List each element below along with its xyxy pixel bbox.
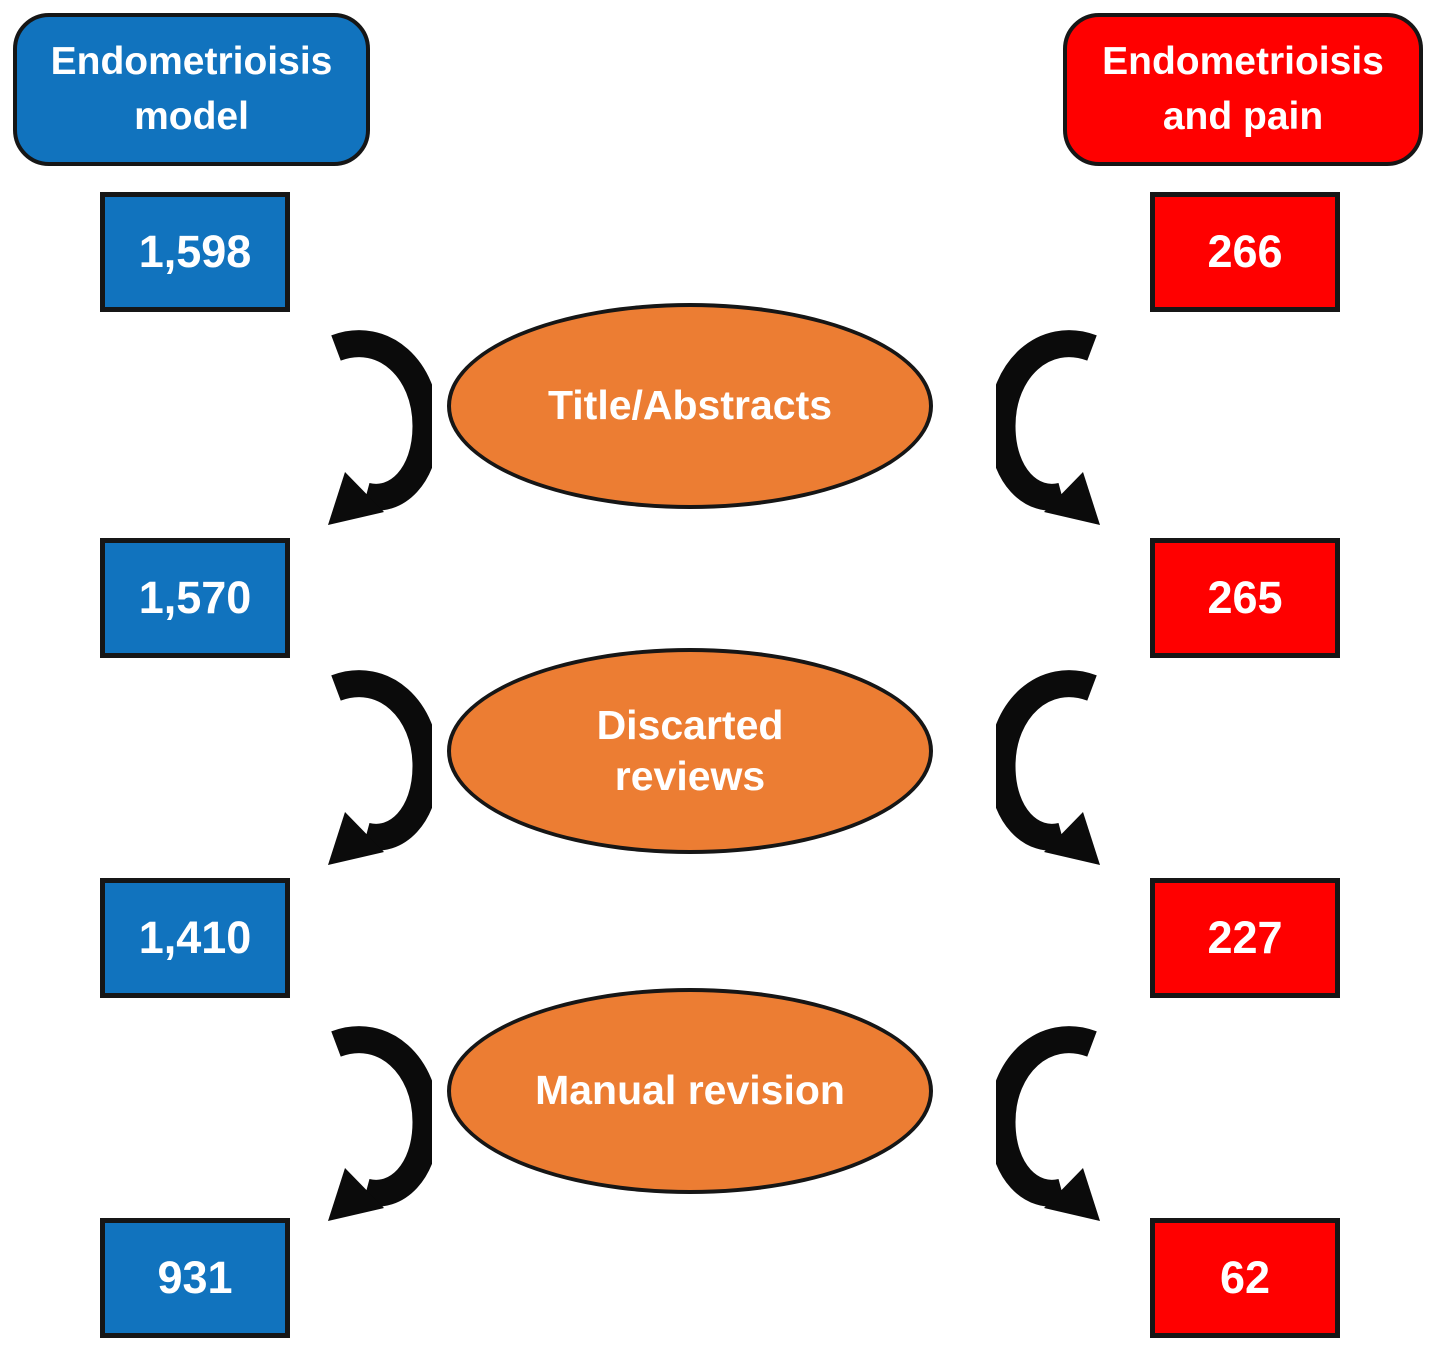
stage-label: Title/Abstracts <box>547 382 833 429</box>
left-count-box-3: 1,410 <box>100 878 290 998</box>
stage-ellipse-title-abstracts: Title/Abstracts <box>447 303 933 509</box>
right-column-header: Endometrioisis and pain <box>1063 13 1423 166</box>
curved-arrow-down-icon <box>320 1024 432 1229</box>
left-column-header: Endometrioisis model <box>13 13 370 166</box>
stage-ellipse-discarted-reviews: Discarted reviews <box>447 648 933 854</box>
curved-arrow-down-icon <box>320 668 432 873</box>
curved-arrow-down-icon <box>320 328 432 533</box>
right-count-box-1: 266 <box>1150 192 1340 312</box>
right-count-box-2: 265 <box>1150 538 1340 658</box>
right-count-box-4: 62 <box>1150 1218 1340 1338</box>
curved-arrow-down-icon <box>996 668 1108 873</box>
left-count-box-4: 931 <box>100 1218 290 1338</box>
right-count-box-3: 227 <box>1150 878 1340 998</box>
left-count-box-1: 1,598 <box>100 192 290 312</box>
stage-ellipse-manual-revision: Manual revision <box>447 988 933 1194</box>
stage-label: Manual revision <box>535 1067 845 1114</box>
stage-label: Discarted reviews <box>596 701 784 799</box>
curved-arrow-down-icon <box>996 1024 1108 1229</box>
curved-arrow-down-icon <box>996 328 1108 533</box>
left-count-box-2: 1,570 <box>100 538 290 658</box>
